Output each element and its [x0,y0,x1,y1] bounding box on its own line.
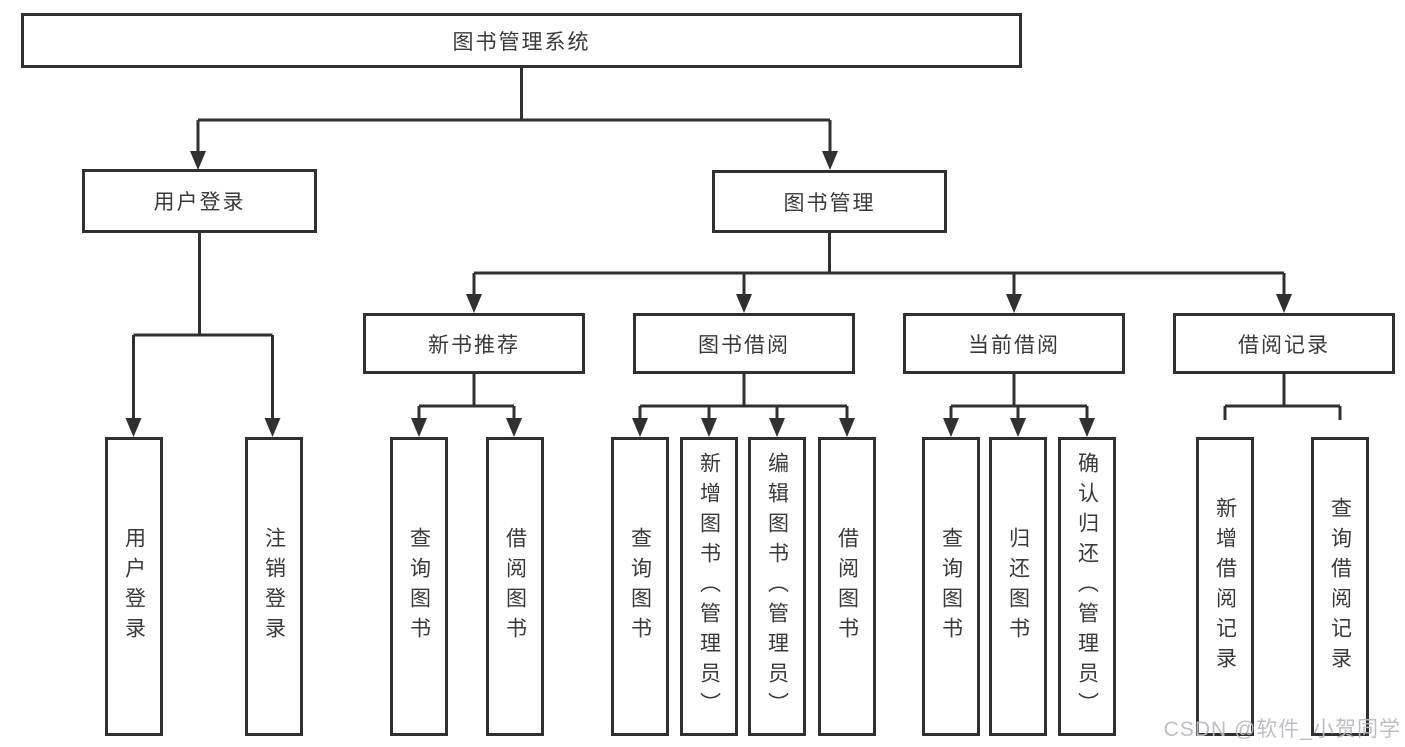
leaf-query-books-borrowing: 查询图书 [611,437,669,736]
leaf-return-books: 归还图书 [989,437,1047,736]
node-user-login: 用户登录 [82,169,317,233]
leaf-logout: 注销登录 [245,437,303,736]
node-borrow-records: 借阅记录 [1173,313,1395,374]
leaf-edit-books-admin: 编辑图书（管理员） [748,437,806,736]
leaf-user-login: 用户登录 [105,437,163,736]
node-new-book-recommend: 新书推荐 [363,313,585,374]
node-system-root: 图书管理系统 [21,13,1022,68]
leaf-query-books-recommend: 查询图书 [390,437,448,736]
leaf-add-borrow-record: 新增借阅记录 [1196,437,1254,736]
node-current-borrowing: 当前借阅 [903,313,1125,374]
node-book-management: 图书管理 [712,170,947,233]
leaf-borrow-books-recommend: 借阅图书 [486,437,544,736]
leaf-borrow-books: 借阅图书 [818,437,876,736]
leaf-query-books-current: 查询图书 [922,437,980,736]
leaf-query-borrow-record: 查询借阅记录 [1311,437,1369,736]
leaf-add-books-admin: 新增图书（管理员） [680,437,738,736]
leaf-confirm-return-admin: 确认归还（管理员） [1058,437,1116,736]
node-book-borrowing: 图书借阅 [633,313,855,374]
csdn-watermark: CSDN @软件_小贺同学 [1163,718,1401,741]
